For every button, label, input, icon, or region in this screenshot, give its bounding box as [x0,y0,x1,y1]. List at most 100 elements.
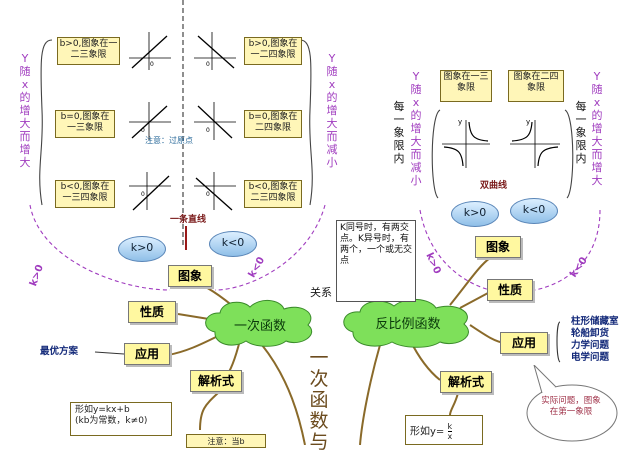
char: 的 [591,109,603,122]
char: 大 [326,117,338,130]
application-item: 电学问题 [571,352,610,363]
bubble-k-positive-left: k>0 [118,236,166,262]
branch-linear-to-application [167,334,221,356]
application-list: 柱形储藏室 轮船卸货 力学问题 电学问题 [571,316,619,364]
cloud-inverse-label[interactable]: 反比例函数 [375,317,441,332]
branch-inverse-to-property [459,292,489,309]
graph-line-b-pos-incr: 0 [129,32,171,70]
node-application-left[interactable]: 应用 [124,343,170,365]
graph-line-b-zero-incr: 0 [129,102,171,140]
left-bracket-1 [39,39,53,206]
title-vertical: 一 次 函 数 与 [306,348,332,453]
char: 象 [575,126,587,139]
right-increase-column: Y 随 x 的 增 大 而 增 大 [590,70,604,187]
svg-text:0: 0 [206,127,210,134]
branch-inverse-down [359,344,381,445]
char: 大 [410,135,422,148]
char: 大 [591,135,603,148]
linear-form-box: 形如y=kx+b (kb为常数，k≠0) [70,402,172,436]
char: 减 [410,161,422,174]
char: 限 [575,139,587,152]
char: Y [412,70,420,83]
cloud-inverse-shape [343,299,469,348]
char: 每 [393,100,405,113]
char: Y [593,70,601,83]
application-right-bracket [556,321,561,363]
application-item: 柱形储藏室 [571,316,619,327]
char: 一 [575,113,587,126]
char: 而 [410,148,422,161]
dashed-arc-left-2 [214,204,326,291]
char: 增 [326,104,338,117]
linear-form-line1: 形如y=kx+b [75,405,130,415]
svg-text:0: 0 [206,61,210,68]
inverse-form-denominator: x [447,432,453,441]
bubble-k-negative-right: k<0 [510,198,558,224]
char: 随 [326,65,338,78]
node-image-left[interactable]: 图象 [168,265,212,287]
inverse-form-y: y [430,426,436,438]
box-b-positive-decreasing: b>0,图象在一二四象限 [244,37,302,65]
char: 增 [591,122,603,135]
inverse-form-eq: = [435,426,445,438]
left-increase-column: Y 随 x 的 增 大 而 增 大 [18,52,32,169]
node-expression-left[interactable]: 解析式 [190,370,242,392]
relation-label: 关系 [310,286,332,299]
char: 随 [410,83,422,96]
char: 每 [575,100,587,113]
char: 限 [393,139,405,152]
box-b-negative-decreasing: b<0,图象在二三四象限 [244,180,302,208]
char: 而 [326,130,338,143]
application-item: 力学问题 [571,340,610,351]
right-decrease-column: Y 随 x 的 增 大 而 减 小 [409,70,423,187]
node-image-right[interactable]: 图象 [475,236,521,258]
svg-text:0: 0 [141,191,145,198]
node-property-right[interactable]: 性质 [487,279,533,301]
left-decrease-column: Y 随 x 的 增 大 而 减 小 [325,52,339,169]
char: 而 [591,148,603,161]
dashed-arc-right [419,209,491,291]
cloud-linear-shape [205,300,313,347]
bubble-k-negative-left: k<0 [209,231,257,257]
origin-note: 注意：过原点 [145,136,193,145]
char: 增 [591,161,603,174]
node-expression-right[interactable]: 解析式 [440,371,492,393]
practical-callout: 实际问题，图象在第一象限 [538,396,604,418]
cloud-linear-label[interactable]: 一次函数 [233,319,286,334]
dashed-arc-left [29,204,171,291]
title-char: 次 [309,368,329,390]
graph-hyperbola-q13: y [442,118,490,168]
node-application-right[interactable]: 应用 [500,332,548,354]
graph-line-b-zero-decr: 0 [194,102,236,140]
title-char: 数 [309,410,329,432]
char: 的 [410,109,422,122]
branch-expression-right-down [449,392,459,416]
box-b-negative-increasing: b<0,图象在一三四象限 [55,180,115,208]
svg-text:0: 0 [141,127,145,134]
box-b-zero-decreasing: b=0,图象在二四象限 [244,110,302,138]
box-b-positive-increasing: b>0,图象在一二三象限 [57,37,120,65]
char: 小 [410,174,422,187]
char: Y [328,52,336,65]
branch-expression-left-down [199,392,219,431]
inverse-form-fraction: k x [447,422,453,441]
box-b-zero-increasing: b=0,图象在一三象限 [55,110,115,138]
char: 大 [19,117,31,130]
char: 减 [326,143,338,156]
char: 增 [19,143,31,156]
box-inverse-q24: 图象在二四象限 [508,70,564,102]
box-inverse-q13: 图象在一三象限 [440,70,492,102]
application-item: 轮船卸货 [571,328,610,339]
char: 的 [19,91,31,104]
svg-text:y: y [458,118,462,126]
char: 内 [575,152,587,165]
title-char: 一 [309,347,329,369]
graph-line-b-neg-decr: 0 [194,172,236,211]
node-property-left[interactable]: 性质 [128,301,176,323]
each-quadrant-right: 每 一 象 限 内 [574,100,588,165]
right-bracket-2 [564,109,574,199]
char: 内 [393,152,405,165]
line-label: 一条直线 [170,215,207,225]
char: 小 [326,156,338,169]
